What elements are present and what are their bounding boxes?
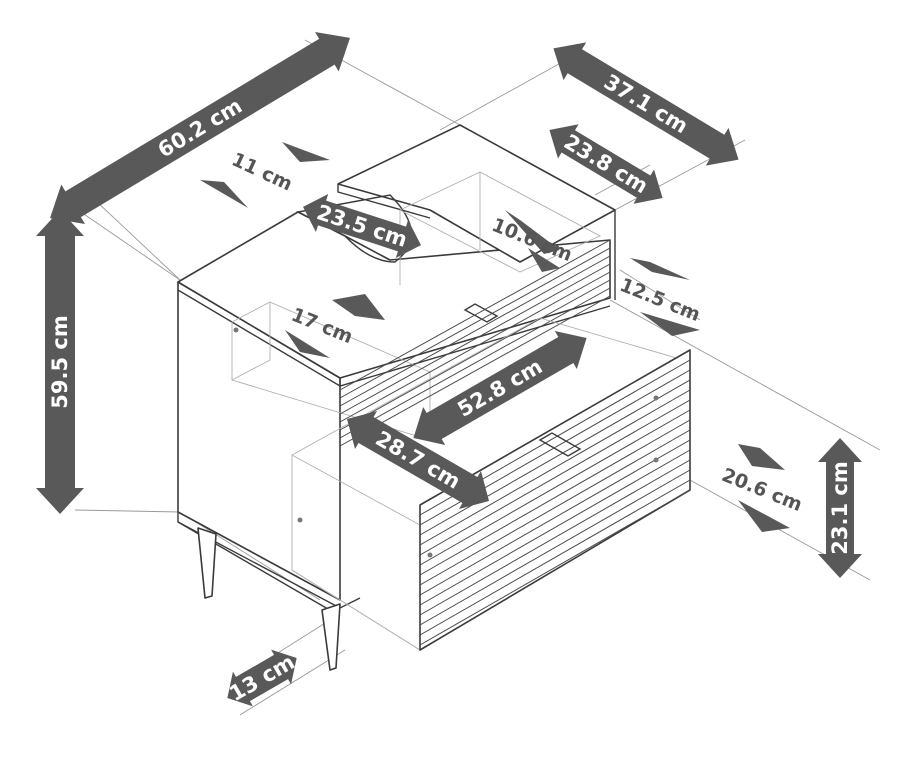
dim-top-offset-label: 11 cm (228, 148, 295, 195)
screw-dot (427, 552, 433, 558)
dim-drawer-inner-height-arrow-up (738, 444, 785, 470)
upper-slatted-front (339, 239, 611, 447)
dim-panel-height-arrow-up (630, 258, 690, 280)
dim-panel-height-arrow-down (640, 312, 700, 336)
leg-front-left (197, 527, 217, 599)
dim-upper-width-arrow-down (285, 330, 330, 358)
right-compartment (398, 171, 602, 273)
dim-upper-height-arrow-down (528, 248, 560, 272)
drawer-handle (538, 432, 582, 457)
screw-dot (653, 457, 659, 463)
dim-total-depth-label: 37.1 cm (600, 70, 692, 139)
dim-drawer-front-height-label: 23.1 cm (828, 461, 852, 554)
dim-drawer-width-label: 52.8 cm (454, 354, 547, 422)
upper-compartment (231, 301, 431, 441)
drawer (233, 317, 691, 651)
dim-drawer-inner-height-label: 20.6 cm (719, 464, 806, 516)
dim-leg-height: 13 cm (225, 649, 299, 707)
dim-total-height: 59.5 cm (36, 210, 84, 514)
dim-total-width-label: 60.2 cm (154, 94, 246, 163)
dim-upper-height-arrow-up (505, 210, 560, 254)
dim-panel-height: 12.5 cm (617, 258, 703, 336)
dim-upper-width-arrow-up (332, 294, 385, 320)
legs (197, 527, 341, 671)
dim-drawer-inner-height: 20.6 cm (719, 444, 806, 532)
dim-top-offset: 11 cm (200, 142, 330, 208)
dim-top-offset-arrow-right (282, 142, 330, 162)
extension-lines (74, 39, 881, 716)
dim-top-offset-arrow-left (200, 180, 248, 208)
screw-dot (297, 517, 303, 523)
basin-cutout-outline (295, 194, 412, 263)
dim-drawer-inner-height-arrow-down (738, 500, 790, 532)
leg-front-right (321, 603, 341, 671)
screw-dot (653, 395, 659, 401)
upper-handle (463, 303, 499, 323)
rear-module-top (337, 124, 616, 263)
screw-dot (233, 327, 239, 333)
dim-drawer-front-height: 23.1 cm (818, 438, 862, 578)
dim-total-height-label: 59.5 cm (48, 315, 72, 408)
drawer-slatted-front (419, 359, 691, 646)
